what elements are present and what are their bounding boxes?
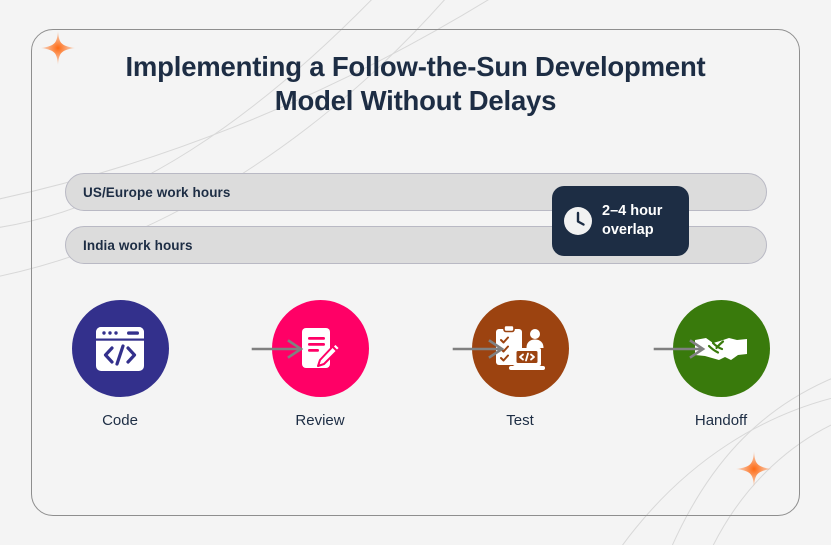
overlap-badge: 2–4 hour overlap xyxy=(552,186,689,256)
clipboard-laptop-icon xyxy=(496,324,545,370)
step-label: Code xyxy=(102,412,138,429)
overlap-badge-text: 2–4 hour overlap xyxy=(602,202,662,240)
step-code: Code xyxy=(65,300,175,429)
page-title-line-1: Implementing a Follow-the-Sun Developmen… xyxy=(125,51,706,82)
clock-icon xyxy=(564,207,592,235)
page-title: Implementing a Follow-the-Sun Developmen… xyxy=(31,50,800,118)
overlap-badge-line-1: 2–4 hour xyxy=(602,203,663,219)
handshake-icon xyxy=(695,337,747,360)
arrow-right-icon xyxy=(452,339,505,359)
step-label: Review xyxy=(295,412,345,429)
overlap-badge-line-2: overlap xyxy=(602,222,654,238)
document-pencil-icon xyxy=(302,327,341,368)
step-test: Test xyxy=(465,300,575,429)
page-title-line-2: Model Without Delays xyxy=(274,85,557,116)
timeline-bar-label: US/Europe work hours xyxy=(83,184,231,200)
content-card xyxy=(31,29,800,516)
arrow-right-icon xyxy=(251,339,304,359)
code-window-icon xyxy=(96,326,144,371)
step-label: Handoff xyxy=(694,412,748,429)
timeline-bar-label: India work hours xyxy=(83,237,193,253)
step-review: Review xyxy=(265,300,375,429)
step-icon-circle xyxy=(71,300,169,397)
step-handoff: Handoff xyxy=(666,300,776,429)
arrow-right-icon xyxy=(653,339,706,359)
step-label: Test xyxy=(506,412,534,429)
workflow-steps: Code Review xyxy=(65,300,770,445)
